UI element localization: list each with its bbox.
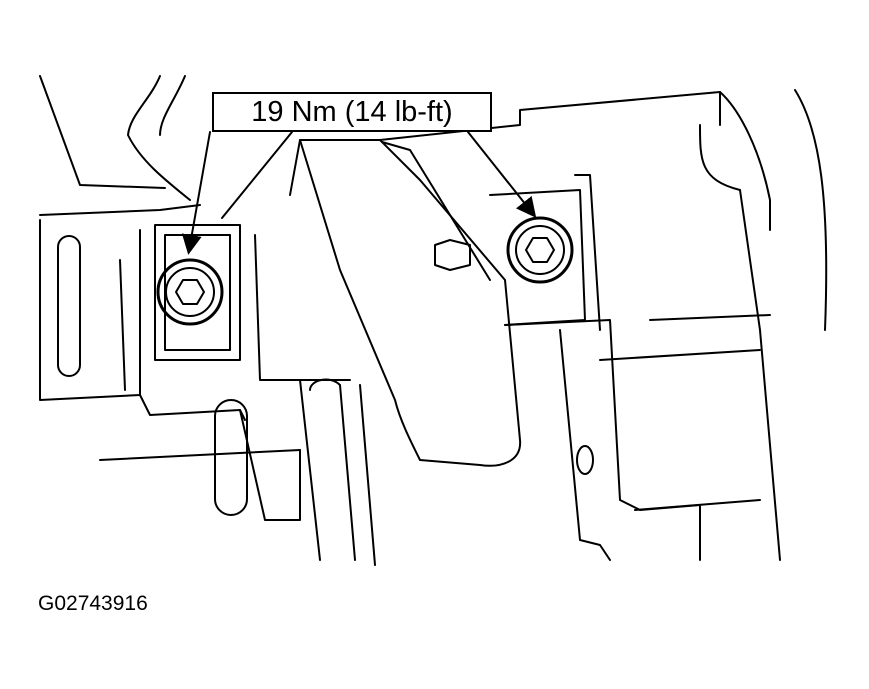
lower-stud-shaft: [239, 409, 301, 521]
frame-right-edge: [794, 89, 828, 331]
lower-left-bracket: [139, 394, 246, 421]
main-bracket-inner: [381, 141, 491, 281]
center-column: [299, 379, 321, 561]
lower-right-line: [634, 499, 761, 511]
upper-panel-edge: [127, 75, 191, 201]
frame-top: [39, 204, 201, 216]
frame-line: [289, 139, 301, 196]
frame-line: [719, 91, 771, 231]
lower-right-frame: [559, 329, 611, 561]
leader-line: [221, 131, 293, 219]
left-mount-plate-inner: [164, 234, 231, 351]
left-frame: [39, 219, 141, 401]
left-mount-plate: [154, 224, 241, 361]
figure-id: G02743916: [38, 592, 148, 615]
lower-stud: [214, 399, 248, 516]
main-bracket: [299, 139, 522, 467]
upper-panel-edge: [39, 75, 166, 189]
left-slot: [57, 235, 81, 377]
hex-bolt-icon: [156, 258, 224, 326]
frame-line: [699, 124, 741, 191]
left-frame: [119, 259, 126, 391]
lower-right-frame: [504, 319, 701, 561]
hex-bolt-icon: [506, 216, 574, 284]
lower-right-frame: [599, 349, 761, 361]
torque-callout: 19 Nm (14 lb-ft): [212, 92, 492, 132]
small-hole: [576, 445, 594, 475]
leader-line: [467, 131, 537, 218]
lower-right-line: [649, 314, 771, 321]
frame-right-edge: [739, 189, 781, 561]
leader-line: [181, 131, 211, 255]
small-fastener: [434, 239, 471, 271]
lower-left-line: [99, 449, 301, 461]
upper-panel-edge: [159, 75, 186, 136]
rod: [309, 378, 356, 561]
right-mount-plate: [574, 174, 601, 331]
rod: [359, 384, 376, 566]
